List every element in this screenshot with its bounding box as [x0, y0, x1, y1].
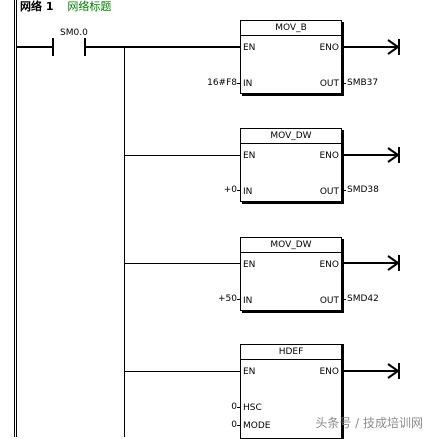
- hsc-pin: HSC: [243, 403, 262, 413]
- network-label: 网络 1 网络标题: [20, 0, 112, 13]
- rung-wire-left: [16, 46, 52, 48]
- hdef-block[interactable]: HDEF EN ENO HSC MODE: [240, 344, 342, 439]
- eno-wire: [342, 370, 398, 372]
- coil-arrow-icon: [387, 39, 400, 55]
- en-pin: EN: [243, 367, 256, 377]
- watermark: 头条号 / 技成培训网: [315, 416, 423, 430]
- in-value[interactable]: +50: [218, 294, 237, 304]
- block-name: HDEF: [241, 345, 341, 360]
- coil-arrow-icon: [387, 255, 400, 271]
- out-stub: [342, 299, 346, 300]
- out-pin: OUT: [319, 187, 339, 197]
- out-pin: OUT: [319, 79, 339, 89]
- eno-wire: [342, 46, 398, 48]
- in-value[interactable]: 16#F8: [207, 78, 237, 88]
- block-name: MOV_DW: [241, 238, 341, 253]
- in-pin: IN: [243, 187, 253, 197]
- block-name: MOV_DW: [241, 129, 341, 144]
- bus-branch: [124, 371, 240, 372]
- in-value[interactable]: +0: [223, 185, 237, 195]
- out-pin: OUT: [319, 296, 339, 306]
- in-stub: [237, 83, 240, 84]
- bus-branch: [124, 263, 240, 264]
- eno-wire: [342, 154, 398, 156]
- block-name: MOV_B: [241, 21, 341, 36]
- contact-label: SM0.0: [60, 28, 88, 38]
- out-value[interactable]: SMD42: [347, 294, 379, 304]
- left-power-rail: [14, 0, 15, 437]
- eno-pin: ENO: [319, 367, 339, 377]
- out-stub: [342, 190, 346, 191]
- enable-bus: [124, 47, 125, 437]
- en-pin: EN: [243, 151, 256, 161]
- hsc-value[interactable]: 0: [231, 402, 237, 412]
- bus-branch: [124, 155, 240, 156]
- mode-value[interactable]: 0: [231, 420, 237, 430]
- network-number: 网络 1: [20, 0, 54, 13]
- network-title: 网络标题: [67, 0, 112, 13]
- contact-right-bar[interactable]: [84, 38, 86, 56]
- in-pin: IN: [243, 79, 253, 89]
- eno-pin: ENO: [319, 151, 339, 161]
- in-stub: [237, 299, 240, 300]
- mov-b-block[interactable]: MOV_B EN ENO IN OUT: [240, 20, 342, 94]
- contact-left-bar[interactable]: [52, 38, 54, 56]
- mov-dw-block-2[interactable]: MOV_DW EN ENO IN OUT: [240, 237, 342, 311]
- mode-pin: MODE: [243, 421, 271, 431]
- left-power-rail-inner: [16, 0, 17, 437]
- mode-stub: [237, 425, 240, 426]
- out-value[interactable]: SMD38: [347, 185, 379, 195]
- en-pin: EN: [243, 43, 256, 53]
- out-stub: [342, 83, 346, 84]
- rung-wire-main: [86, 46, 241, 48]
- coil-arrow-icon: [387, 147, 400, 163]
- eno-pin: ENO: [319, 43, 339, 53]
- in-stub: [237, 190, 240, 191]
- coil-arrow-icon: [387, 363, 400, 379]
- eno-wire: [342, 262, 398, 264]
- mov-dw-block-1[interactable]: MOV_DW EN ENO IN OUT: [240, 128, 342, 202]
- out-value[interactable]: SMB37: [347, 78, 379, 88]
- en-pin: EN: [243, 260, 256, 270]
- hsc-stub: [237, 407, 240, 408]
- eno-pin: ENO: [319, 260, 339, 270]
- in-pin: IN: [243, 296, 253, 306]
